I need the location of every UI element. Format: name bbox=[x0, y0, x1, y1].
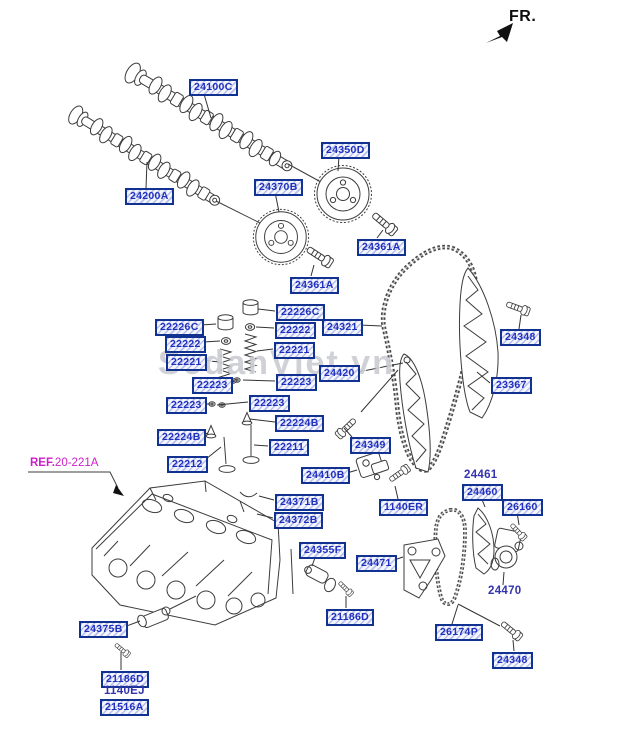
ref-code: 20-221A bbox=[54, 457, 99, 469]
sprocket-bolt-lower bbox=[304, 243, 336, 270]
bolt-21186d-bottom bbox=[112, 641, 132, 659]
ref-leader bbox=[28, 471, 124, 496]
part-label-21186d-39[interactable]: 21186D bbox=[101, 671, 150, 688]
part-label-23367-31[interactable]: 23367 bbox=[491, 377, 532, 394]
part-label-21516a-41[interactable]: 21516A bbox=[100, 699, 149, 716]
part-label-22224b-19[interactable]: 22224B bbox=[157, 429, 206, 446]
exhaust-camshaft-drawing bbox=[68, 105, 221, 206]
bolt-1140er bbox=[387, 462, 412, 485]
part-label-26174p-36[interactable]: 26174P bbox=[435, 624, 484, 641]
part-label-22223-17[interactable]: 22223 bbox=[249, 395, 290, 412]
part-label-24100c-0[interactable]: 24100C bbox=[189, 79, 238, 96]
part-label-22223-15[interactable]: 22223 bbox=[276, 374, 317, 391]
part-label-24471-33[interactable]: 24471 bbox=[356, 555, 397, 572]
bracket-plate-24471 bbox=[403, 538, 446, 599]
chain-tensioner-24410b bbox=[355, 452, 390, 481]
chain-guide-24460 bbox=[472, 507, 495, 575]
part-label-22224b-18[interactable]: 22224B bbox=[275, 415, 324, 432]
part-label-24361a-5[interactable]: 24361A bbox=[290, 277, 339, 294]
valve-parts-middle-column bbox=[218, 299, 260, 464]
part-label-1140ej-40: 1140EJ bbox=[104, 685, 145, 697]
cvvt-sprocket-24370b bbox=[252, 208, 310, 266]
bearing-shell-24371b bbox=[239, 491, 258, 498]
part-label-24375b-38[interactable]: 24375B bbox=[79, 621, 128, 638]
part-label-22221-11[interactable]: 22221 bbox=[274, 342, 315, 359]
part-label-24349-22[interactable]: 24349 bbox=[350, 437, 391, 454]
part-label-24350d-1[interactable]: 24350D bbox=[321, 142, 370, 159]
cvvt-sprocket-24350d bbox=[314, 165, 372, 223]
part-label-24470-34: 24470 bbox=[488, 585, 522, 597]
part-label-22226c-6[interactable]: 22226C bbox=[276, 304, 325, 321]
part-label-22222-10[interactable]: 22222 bbox=[165, 336, 206, 353]
oil-pump-24470 bbox=[490, 527, 524, 571]
chain-guide-23367 bbox=[458, 267, 499, 419]
plug-24375b bbox=[137, 595, 197, 629]
cam-sensor-24355f bbox=[290, 548, 337, 595]
cam2-sprocket-line bbox=[215, 200, 263, 225]
part-label-1140er-26[interactable]: 1140ER bbox=[379, 499, 429, 516]
oil-pump-chain-26174p bbox=[433, 507, 467, 606]
fr-arrow-icon bbox=[486, 23, 513, 43]
part-label-24200a-3[interactable]: 24200A bbox=[125, 188, 174, 205]
part-label-22221-12[interactable]: 22221 bbox=[166, 354, 207, 371]
part-label-22226c-7[interactable]: 22226C bbox=[155, 319, 204, 336]
part-label-21186d-35[interactable]: 21186D bbox=[326, 609, 375, 626]
part-label-24355f-32[interactable]: 24355F bbox=[299, 542, 347, 559]
ref-link[interactable]: REF.20-221A bbox=[30, 457, 98, 469]
part-label-22223-14[interactable]: 22223 bbox=[192, 377, 233, 394]
part-label-22211-20[interactable]: 22211 bbox=[269, 439, 310, 456]
part-label-24420-13[interactable]: 24420 bbox=[319, 365, 360, 382]
ref-prefix: REF. bbox=[30, 457, 55, 469]
part-label-22223-16[interactable]: 22223 bbox=[166, 397, 207, 414]
cylinder-head-drawing bbox=[91, 480, 281, 626]
part-label-24410b-23[interactable]: 24410B bbox=[301, 467, 350, 484]
part-label-24372b-25[interactable]: 24372B bbox=[274, 512, 323, 529]
part-label-24370b-2[interactable]: 24370B bbox=[254, 179, 303, 196]
intake-camshaft-drawing bbox=[124, 62, 293, 172]
bolt-24348-bottom bbox=[498, 618, 525, 643]
valve-parts-left-column bbox=[205, 314, 237, 473]
fr-direction-label: FR. bbox=[509, 8, 537, 25]
part-label-24461-27: 24461 bbox=[464, 469, 498, 481]
part-label-24321-8[interactable]: 24321 bbox=[322, 319, 363, 336]
bolt-24348-upper bbox=[504, 298, 532, 318]
sprocket-bolt-upper bbox=[369, 209, 400, 238]
part-label-24371b-24[interactable]: 24371B bbox=[275, 494, 324, 511]
part-label-26160-29[interactable]: 26160 bbox=[502, 499, 543, 516]
part-label-24348-30[interactable]: 24348 bbox=[500, 329, 541, 346]
bolt-21186d-mid bbox=[336, 579, 355, 598]
part-label-22212-21[interactable]: 22212 bbox=[167, 456, 208, 473]
part-label-24361a-4[interactable]: 24361A bbox=[357, 239, 406, 256]
part-label-24460-28[interactable]: 24460 bbox=[462, 484, 503, 501]
part-label-22222-9[interactable]: 22222 bbox=[275, 322, 316, 339]
part-label-24348-37[interactable]: 24348 bbox=[492, 652, 533, 669]
tensioner-arm-24420 bbox=[399, 353, 431, 473]
